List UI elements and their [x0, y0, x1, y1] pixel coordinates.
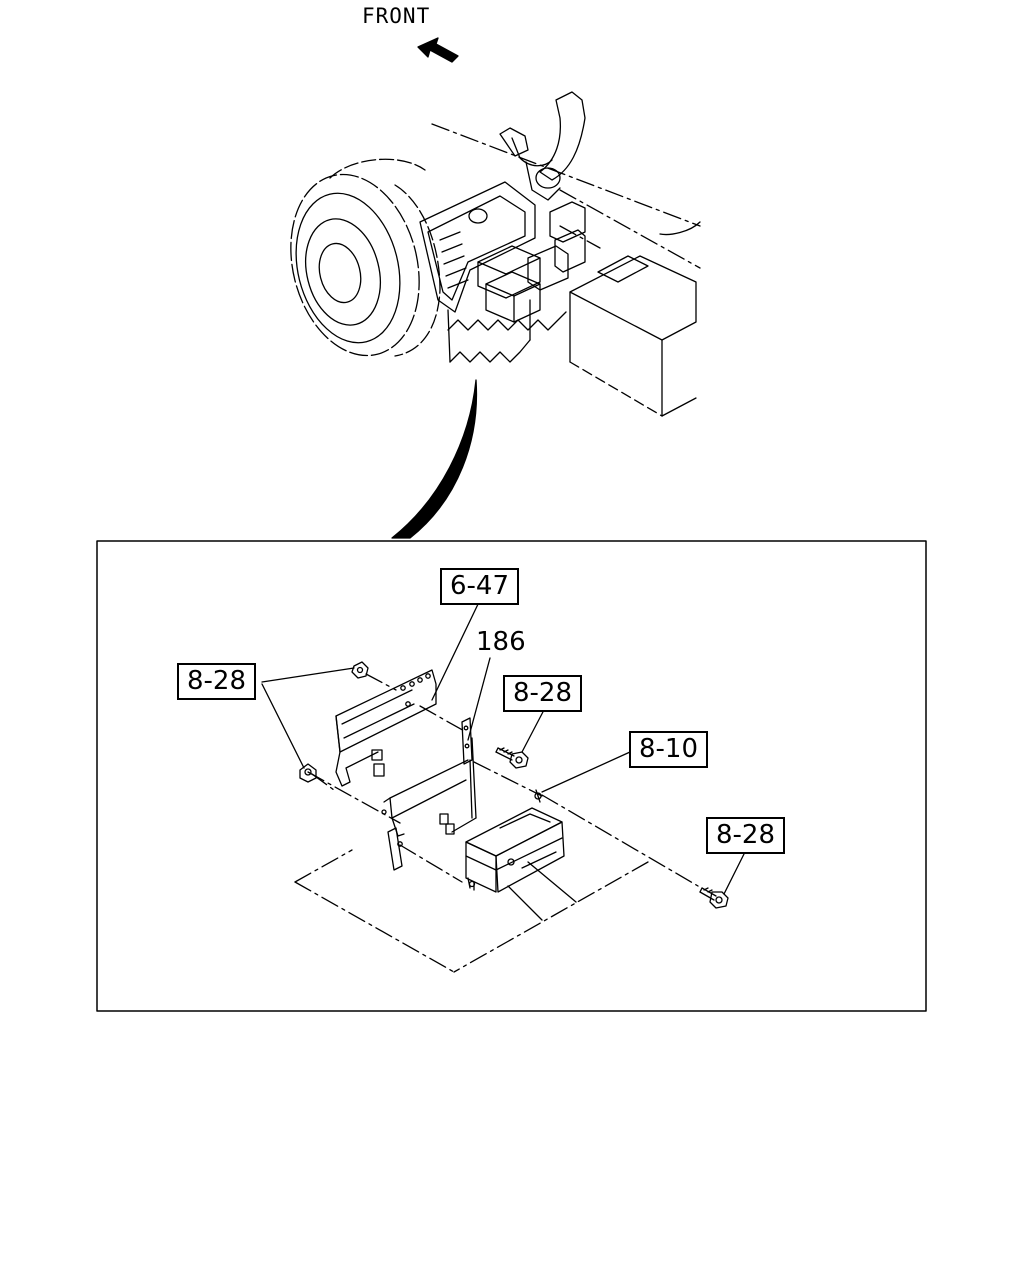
- detail-pointer-arrow: [391, 379, 478, 539]
- nut-lower-icon: [299, 763, 317, 783]
- battery-box: [569, 255, 697, 417]
- callout-8-28-nut[interactable]: 8-28: [177, 663, 257, 700]
- vehicle-overview-illustration: [290, 91, 701, 417]
- break-line-upper: [447, 311, 567, 331]
- callout-8-28-bolt-lower[interactable]: 8-28: [706, 817, 786, 854]
- leader-lines: [261, 599, 746, 895]
- callout-8-28-bolt-upper[interactable]: 8-28: [503, 675, 583, 712]
- upper-bracket: [335, 669, 437, 787]
- control-module: [465, 807, 565, 893]
- bracket-plate-overview: [419, 181, 536, 313]
- callout-8-10[interactable]: 8-10: [629, 731, 709, 768]
- relay-blocks: [477, 201, 586, 323]
- bolt-lower-icon: [699, 887, 729, 909]
- front-arrow-icon: [417, 37, 459, 63]
- tow-hook: [499, 91, 586, 201]
- tire: [290, 158, 441, 357]
- callout-186[interactable]: 186: [476, 627, 526, 657]
- callout-6-47[interactable]: 6-47: [440, 568, 520, 605]
- detail-assembly: [294, 661, 729, 973]
- vertical-support-bracket: [381, 717, 477, 871]
- detail-frame: [96, 540, 927, 1012]
- bolt-upper-icon: [495, 747, 529, 769]
- front-direction-label: FRONT: [362, 4, 431, 28]
- break-line-lower: [449, 339, 531, 363]
- nut-upper-icon: [351, 661, 369, 679]
